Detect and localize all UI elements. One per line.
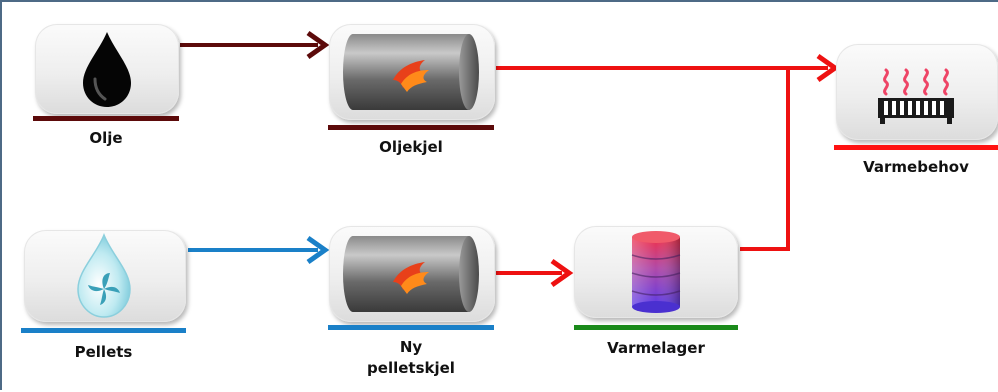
flow-pelletskjel-to-varmelager [496,258,574,288]
node-pellets[interactable] [24,230,186,322]
radiator-icon [878,68,954,124]
node-varmebehov[interactable] [836,44,998,140]
varmelager-label: Varmelager [607,339,705,357]
olje-label: Olje [89,129,123,147]
ny-pelletskjel-label: Ny pelletskjel [367,338,455,377]
flow-varmelager-to-varmebehov [740,68,790,251]
node-varmelager[interactable] [574,226,738,318]
ny-pelletskjel-underline [328,325,494,330]
oljekjel-underline [328,125,494,130]
flow-olje-to-oljekjel [180,30,330,60]
boiler-flame-icon [343,236,479,312]
varmebehov-underline [834,145,998,150]
storage-tank-icon [631,231,681,313]
flow-pellets-to-pelletskjel [188,235,330,265]
varmebehov-label: Varmebehov [863,158,969,176]
olje-underline [33,116,179,121]
node-ny-pelletskjel[interactable] [329,226,495,322]
pellet-drop-icon [77,233,131,318]
node-olje[interactable] [35,24,179,114]
pellets-label: Pellets [74,343,133,361]
oil-drop-icon [83,32,131,107]
varmelager-underline [574,325,738,330]
oljekjel-label: Oljekjel [379,138,443,156]
pellets-underline [21,328,186,333]
boiler-flame-icon [343,34,479,110]
flow-oljekjel-to-varmebehov [496,53,840,83]
node-oljekjel[interactable] [329,24,495,120]
